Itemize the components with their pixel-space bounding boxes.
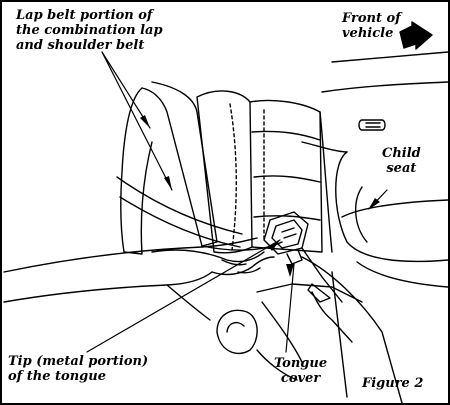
leader-lines [86, 51, 388, 353]
lap-belt-label: Lap belt portion of the combination lap … [16, 8, 163, 53]
lap-belt [116, 81, 283, 255]
child-seat-label: Child seat [382, 146, 421, 176]
seat-cushion-lower [216, 283, 363, 381]
front-of-vehicle-label: Front of vehicle [342, 11, 401, 41]
front-direction-arrow-icon [399, 21, 433, 50]
seat-back [196, 90, 323, 254]
belt-tongue [263, 211, 343, 303]
door-panel [319, 51, 448, 253]
figure-number: Figure 2 [362, 376, 424, 391]
leader-arrowheads [140, 115, 380, 277]
door-handle [358, 119, 386, 131]
arm-and-hand [3, 237, 275, 321]
tongue-cover-label: Tongue cover [274, 356, 328, 386]
tongue-tip-label: Tip (metal portion) of the tongue [8, 354, 149, 384]
